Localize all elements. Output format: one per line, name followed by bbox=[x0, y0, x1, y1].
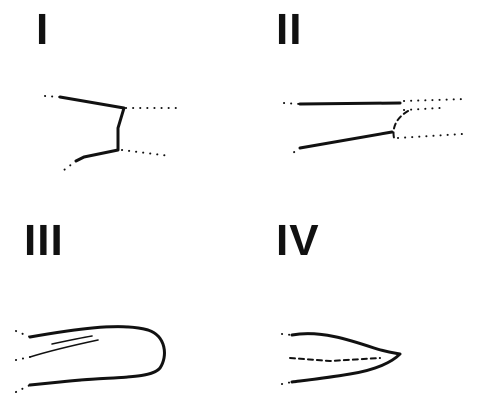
panel-iii-dotted-left-bottom bbox=[15, 384, 31, 393]
panel-iv-outline bbox=[290, 332, 402, 384]
panel-ii-bottom-line bbox=[298, 130, 394, 150]
panel-i-sketch bbox=[44, 95, 179, 171]
panel-iii-sketch bbox=[15, 325, 166, 393]
panel-ii-dotted-left-top bbox=[283, 102, 301, 105]
panel-label-iii: III bbox=[24, 216, 64, 265]
panel-ii-dotted-left-bottom bbox=[289, 147, 301, 156]
panel-ii-sketch bbox=[283, 98, 467, 156]
panel-label-i: I bbox=[36, 5, 50, 54]
panel-ii-top-line bbox=[298, 101, 402, 106]
panel-label-iv: IV bbox=[276, 216, 320, 265]
panel-i-outline bbox=[58, 95, 126, 163]
panel-iii-inner-line-1 bbox=[29, 339, 99, 358]
panel-iii-inner-line-2 bbox=[51, 335, 93, 345]
panel-label-ii: II bbox=[276, 5, 303, 54]
panel-iii-dotted-left-top bbox=[15, 330, 31, 338]
panel-i-dotted-left-bottom bbox=[63, 160, 77, 171]
panel-iv-dashed-centerline bbox=[289, 357, 381, 363]
panel-ii-dotted-right-top bbox=[403, 98, 467, 102]
panel-iv-dotted-left-top bbox=[281, 333, 293, 336]
panel-i-dotted-right-bottom bbox=[121, 149, 171, 157]
panel-ii-dotted-right-bottom bbox=[397, 133, 463, 139]
panel-iv-dotted-left-bottom bbox=[281, 381, 293, 385]
panel-i-dotted-left-top bbox=[44, 95, 61, 98]
panel-iv-sketch bbox=[281, 332, 402, 385]
panel-iii-outline bbox=[28, 325, 166, 387]
panel-iii-dotted-left-middle bbox=[15, 356, 31, 361]
panel-ii-dashed-curve bbox=[392, 110, 409, 139]
panel-ii-dotted-right-middle bbox=[403, 107, 441, 111]
